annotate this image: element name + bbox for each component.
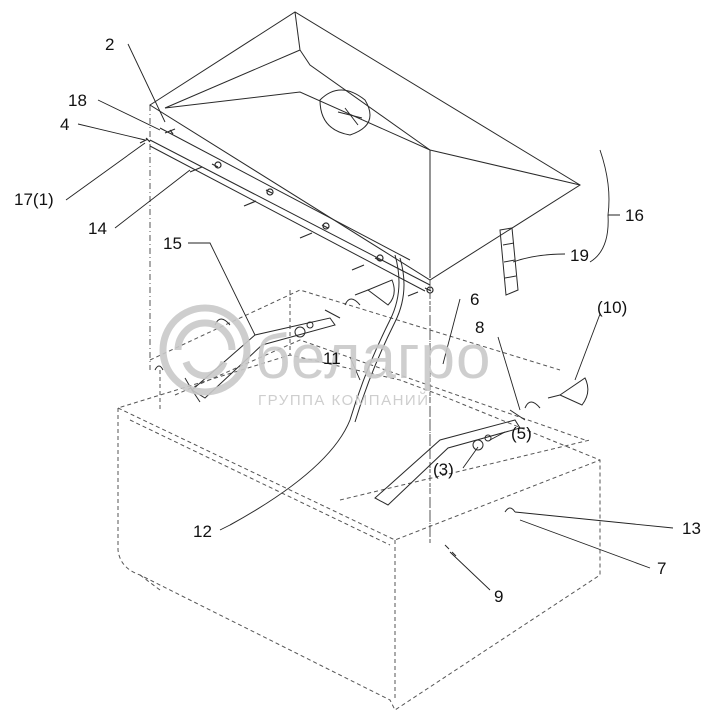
frame-hidden-lines (149, 105, 431, 540)
gas-spring-lower (547, 377, 589, 406)
lower-bin-outline (117, 280, 601, 711)
watermark-brand: белагро (255, 323, 491, 392)
callout-3: (3) (433, 460, 454, 479)
callout-4: 4 (60, 115, 69, 134)
right-brackets (444, 401, 541, 557)
callout-9: 9 (494, 587, 503, 606)
callout-2: 2 (105, 35, 114, 54)
callout-labels: 2 18 4 17(1) 14 15 16 19 6 (10) 8 11 (3)… (14, 35, 701, 606)
hinge-rail (149, 127, 431, 292)
gas-spring-upper (354, 279, 395, 306)
callout-5: (5) (511, 424, 532, 443)
watermark-emblem (159, 304, 251, 396)
callout-17: 17(1) (14, 190, 54, 209)
callout-10: (10) (597, 298, 627, 317)
callout-8: 8 (475, 318, 484, 337)
watermark-logo: белагро ГРУППА КОМПАНИЙ (159, 304, 491, 409)
callout-13: 13 (682, 519, 701, 538)
callout-7: 7 (657, 559, 666, 578)
callout-16: 16 (625, 206, 644, 225)
callout-19: 19 (570, 246, 589, 265)
leader-lines (65, 43, 674, 591)
cable (229, 254, 405, 526)
callout-18: 18 (68, 91, 87, 110)
rail-bolts (139, 128, 434, 297)
lid-panel (149, 11, 581, 281)
lid-handle (499, 227, 519, 296)
watermark-tagline: ГРУППА КОМПАНИЙ (258, 391, 429, 409)
callout-11: 11 (323, 349, 341, 368)
callout-6: 6 (470, 290, 479, 309)
callout-12: 12 (193, 522, 212, 541)
callout-14: 14 (88, 219, 107, 238)
callout-15: 15 (163, 234, 182, 253)
right-strut (374, 409, 526, 506)
